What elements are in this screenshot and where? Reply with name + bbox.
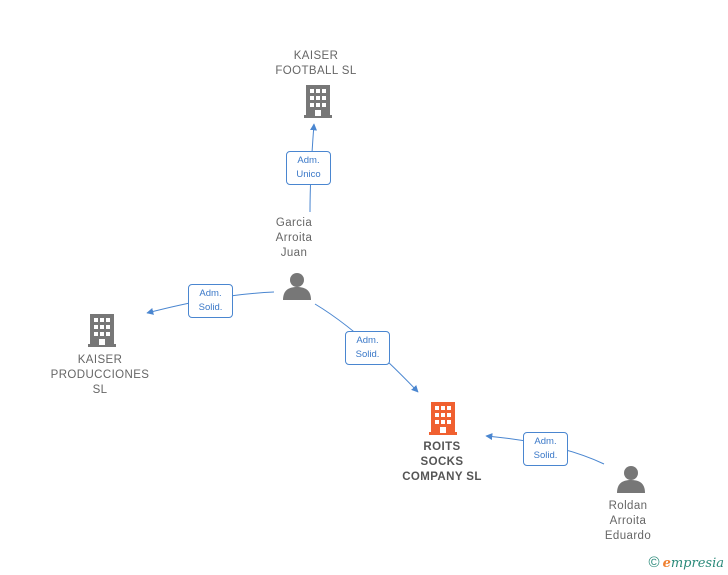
empresia-brand[interactable]: ©empresia <box>649 554 724 571</box>
node-label-kaiser-producciones[interactable]: KAISER PRODUCCIONES SL <box>50 354 150 396</box>
copyright-icon: © <box>648 554 660 571</box>
brand-name: mpresia <box>670 556 724 571</box>
building-focus-icon <box>429 402 457 435</box>
edge-label-adm-solid-producciones: Adm. Solid. <box>188 284 233 318</box>
node-label-kaiser-football[interactable]: KAISER FOOTBALL SL <box>275 50 357 77</box>
person-icon <box>283 273 311 300</box>
edge-label-adm-solid-roldan: Adm. Solid. <box>523 432 568 466</box>
edge-label-adm-solid-roits: Adm. Solid. <box>345 331 390 365</box>
node-label-roits[interactable]: ROITS SOCKS COMPANY SL <box>402 441 482 483</box>
node-label-garcia[interactable]: Garcia Arroita Juan <box>275 217 313 259</box>
node-label-roldan[interactable]: Roldan Arroita Eduardo <box>604 500 652 542</box>
building-icon <box>88 314 116 347</box>
building-icon <box>304 85 332 118</box>
brand-initial: e <box>662 556 671 571</box>
edge-label-adm-unico: Adm. Unico <box>286 151 331 185</box>
person-icon <box>617 466 645 493</box>
